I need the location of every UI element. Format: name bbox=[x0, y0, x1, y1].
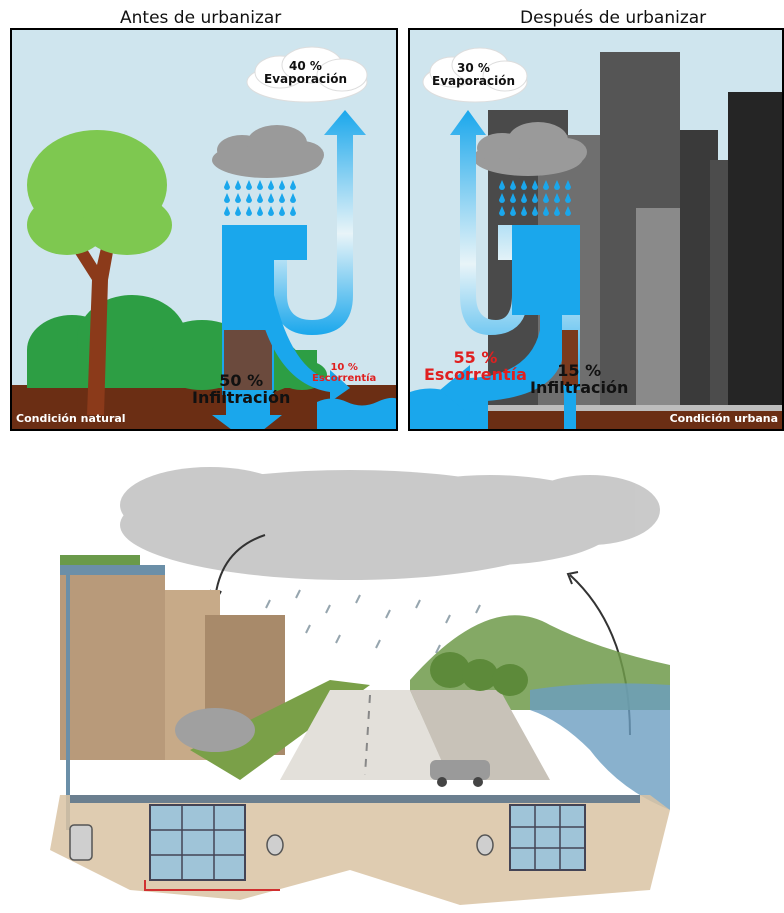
illustration-sea bbox=[530, 683, 670, 810]
illustration-clouds bbox=[120, 467, 660, 580]
water-body bbox=[317, 397, 396, 429]
illustration-pavement-layer bbox=[70, 795, 640, 803]
evaporation-pct-natural: 40 % bbox=[289, 59, 322, 73]
runoff-pct-urban: 55 % bbox=[453, 348, 498, 367]
illustration-rocks bbox=[175, 708, 255, 752]
illustration-trees bbox=[430, 652, 528, 696]
urban-infiltration-arrow bbox=[564, 385, 576, 429]
urban-evaporation-cloud bbox=[422, 47, 528, 103]
natural-condition-panel: 40 % Evaporación 10 % Escorrentía 50 % I… bbox=[10, 28, 398, 431]
urban-incoming-flow bbox=[512, 225, 580, 315]
evaporation-arrow bbox=[274, 110, 366, 335]
infiltration-tank-left bbox=[144, 804, 280, 891]
urban-rain-cloud bbox=[473, 122, 587, 176]
runoff-text-urban: Escorrentía bbox=[424, 364, 527, 384]
evaporation-cloud bbox=[246, 46, 368, 103]
urban-condition-scene bbox=[410, 47, 782, 429]
natural-condition-scene bbox=[12, 46, 396, 429]
runoff-arrow bbox=[262, 295, 350, 402]
evaporation-label-urban: 30 % Evaporación bbox=[432, 62, 515, 87]
infiltration-pct-natural: 50 % bbox=[219, 371, 264, 390]
infiltration-soil-band bbox=[224, 330, 272, 390]
infiltration-label-natural: 50 % Infiltración bbox=[192, 371, 291, 407]
urban-drainage-illustration bbox=[50, 467, 670, 905]
drainage-pipes bbox=[69, 824, 494, 861]
right-panel-title: Después de urbanizar bbox=[520, 8, 707, 28]
runoff-label-natural: 10 % Escorrentía bbox=[312, 362, 377, 384]
rain-cloud-shape bbox=[212, 125, 324, 178]
raindrops bbox=[224, 180, 296, 216]
illustration-road bbox=[280, 690, 450, 780]
infiltration-text-urban: Infiltración bbox=[530, 377, 629, 397]
urban-infiltration-band bbox=[562, 330, 578, 385]
pavement bbox=[488, 403, 782, 411]
left-panel-title: Antes de urbanizar bbox=[120, 8, 282, 28]
illustration-buildings bbox=[60, 555, 285, 830]
runoff-text-natural: Escorrentía bbox=[312, 372, 377, 384]
urban-condition-footer: Condición urbana bbox=[669, 412, 778, 425]
evaporation-pct-urban: 30 % bbox=[457, 61, 490, 75]
evaporation-text-natural: Evaporación bbox=[264, 71, 347, 86]
illustration-parking bbox=[410, 690, 550, 780]
infiltration-arrow bbox=[212, 390, 282, 429]
urban-runoff-arrow bbox=[440, 315, 562, 415]
infiltration-text-natural: Infiltración bbox=[192, 387, 291, 407]
urban-condition-panel: 30 % Evaporación 55 % Escorrentía 15 % I… bbox=[408, 28, 784, 431]
runoff-pct-natural: 10 % bbox=[330, 362, 358, 373]
natural-condition-footer: Condición natural bbox=[16, 412, 126, 425]
infiltration-tank-right bbox=[509, 804, 586, 871]
infiltration-label-urban: 15 % Infiltración bbox=[530, 361, 629, 397]
evaporation-label-natural: 40 % Evaporación bbox=[264, 60, 347, 85]
urban-soil bbox=[488, 410, 782, 429]
urban-raindrops bbox=[499, 180, 571, 216]
infiltration-pct-urban: 15 % bbox=[557, 361, 602, 380]
evaporation-text-urban: Evaporación bbox=[432, 73, 515, 88]
runoff-label-urban: 55 % Escorrentía bbox=[424, 348, 527, 384]
illustration-car bbox=[430, 760, 490, 787]
illustration-rain bbox=[265, 589, 481, 654]
tree-shape bbox=[27, 130, 172, 415]
